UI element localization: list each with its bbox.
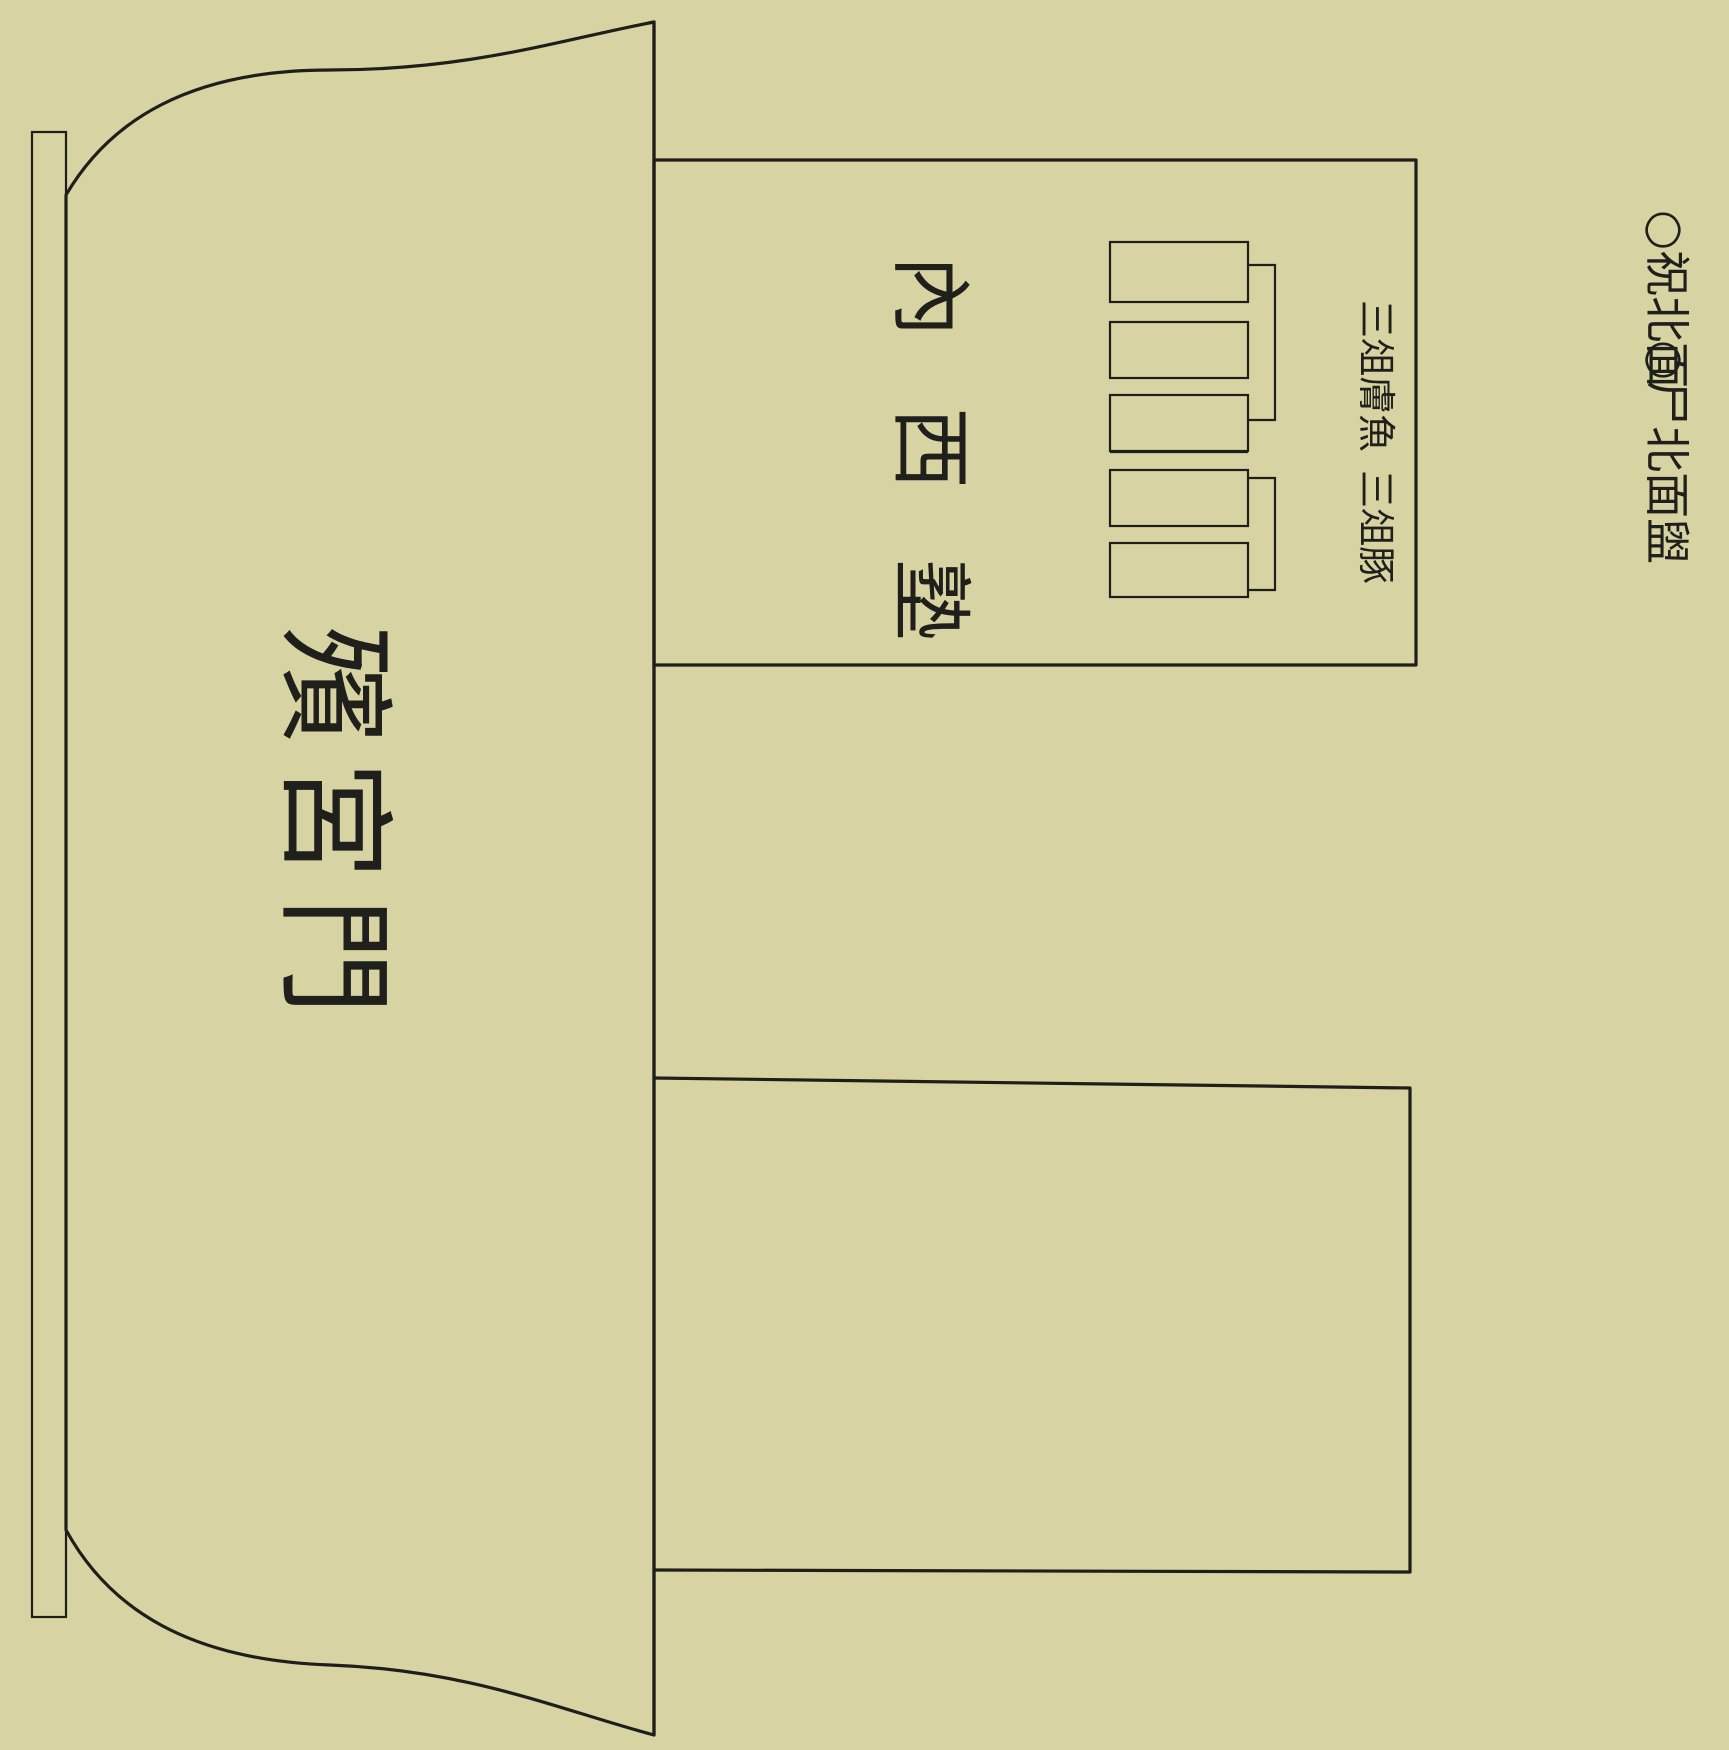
vessel-group: [1108, 240, 1250, 599]
west-chamber: [652, 158, 1418, 667]
group-a-label: 三俎膚魚: [1354, 300, 1398, 453]
threshold-bar: [30, 130, 68, 1619]
vessel: [1108, 541, 1250, 599]
vessel: [1108, 393, 1250, 453]
lower-room: [652, 1076, 1412, 1574]
bracket-b: [1248, 476, 1277, 592]
impersonator-position-note: ○尸北面盥: [1640, 340, 1694, 565]
group-b-main: 三俎: [1354, 470, 1398, 547]
chamber-label: 內西塾: [882, 255, 977, 712]
group-b-label: 三俎豚: [1354, 470, 1398, 585]
gate-label: 殯宮門: [265, 624, 404, 1034]
vessel: [1108, 240, 1250, 304]
group-a-sub: 膚魚: [1354, 376, 1398, 453]
gate-outline: [64, 20, 656, 1737]
group-b-sub: 豚: [1354, 546, 1398, 585]
group-a-main: 三俎: [1354, 300, 1398, 377]
vessel: [1108, 320, 1250, 380]
vessel: [1108, 468, 1250, 528]
bracket-a: [1248, 263, 1277, 422]
